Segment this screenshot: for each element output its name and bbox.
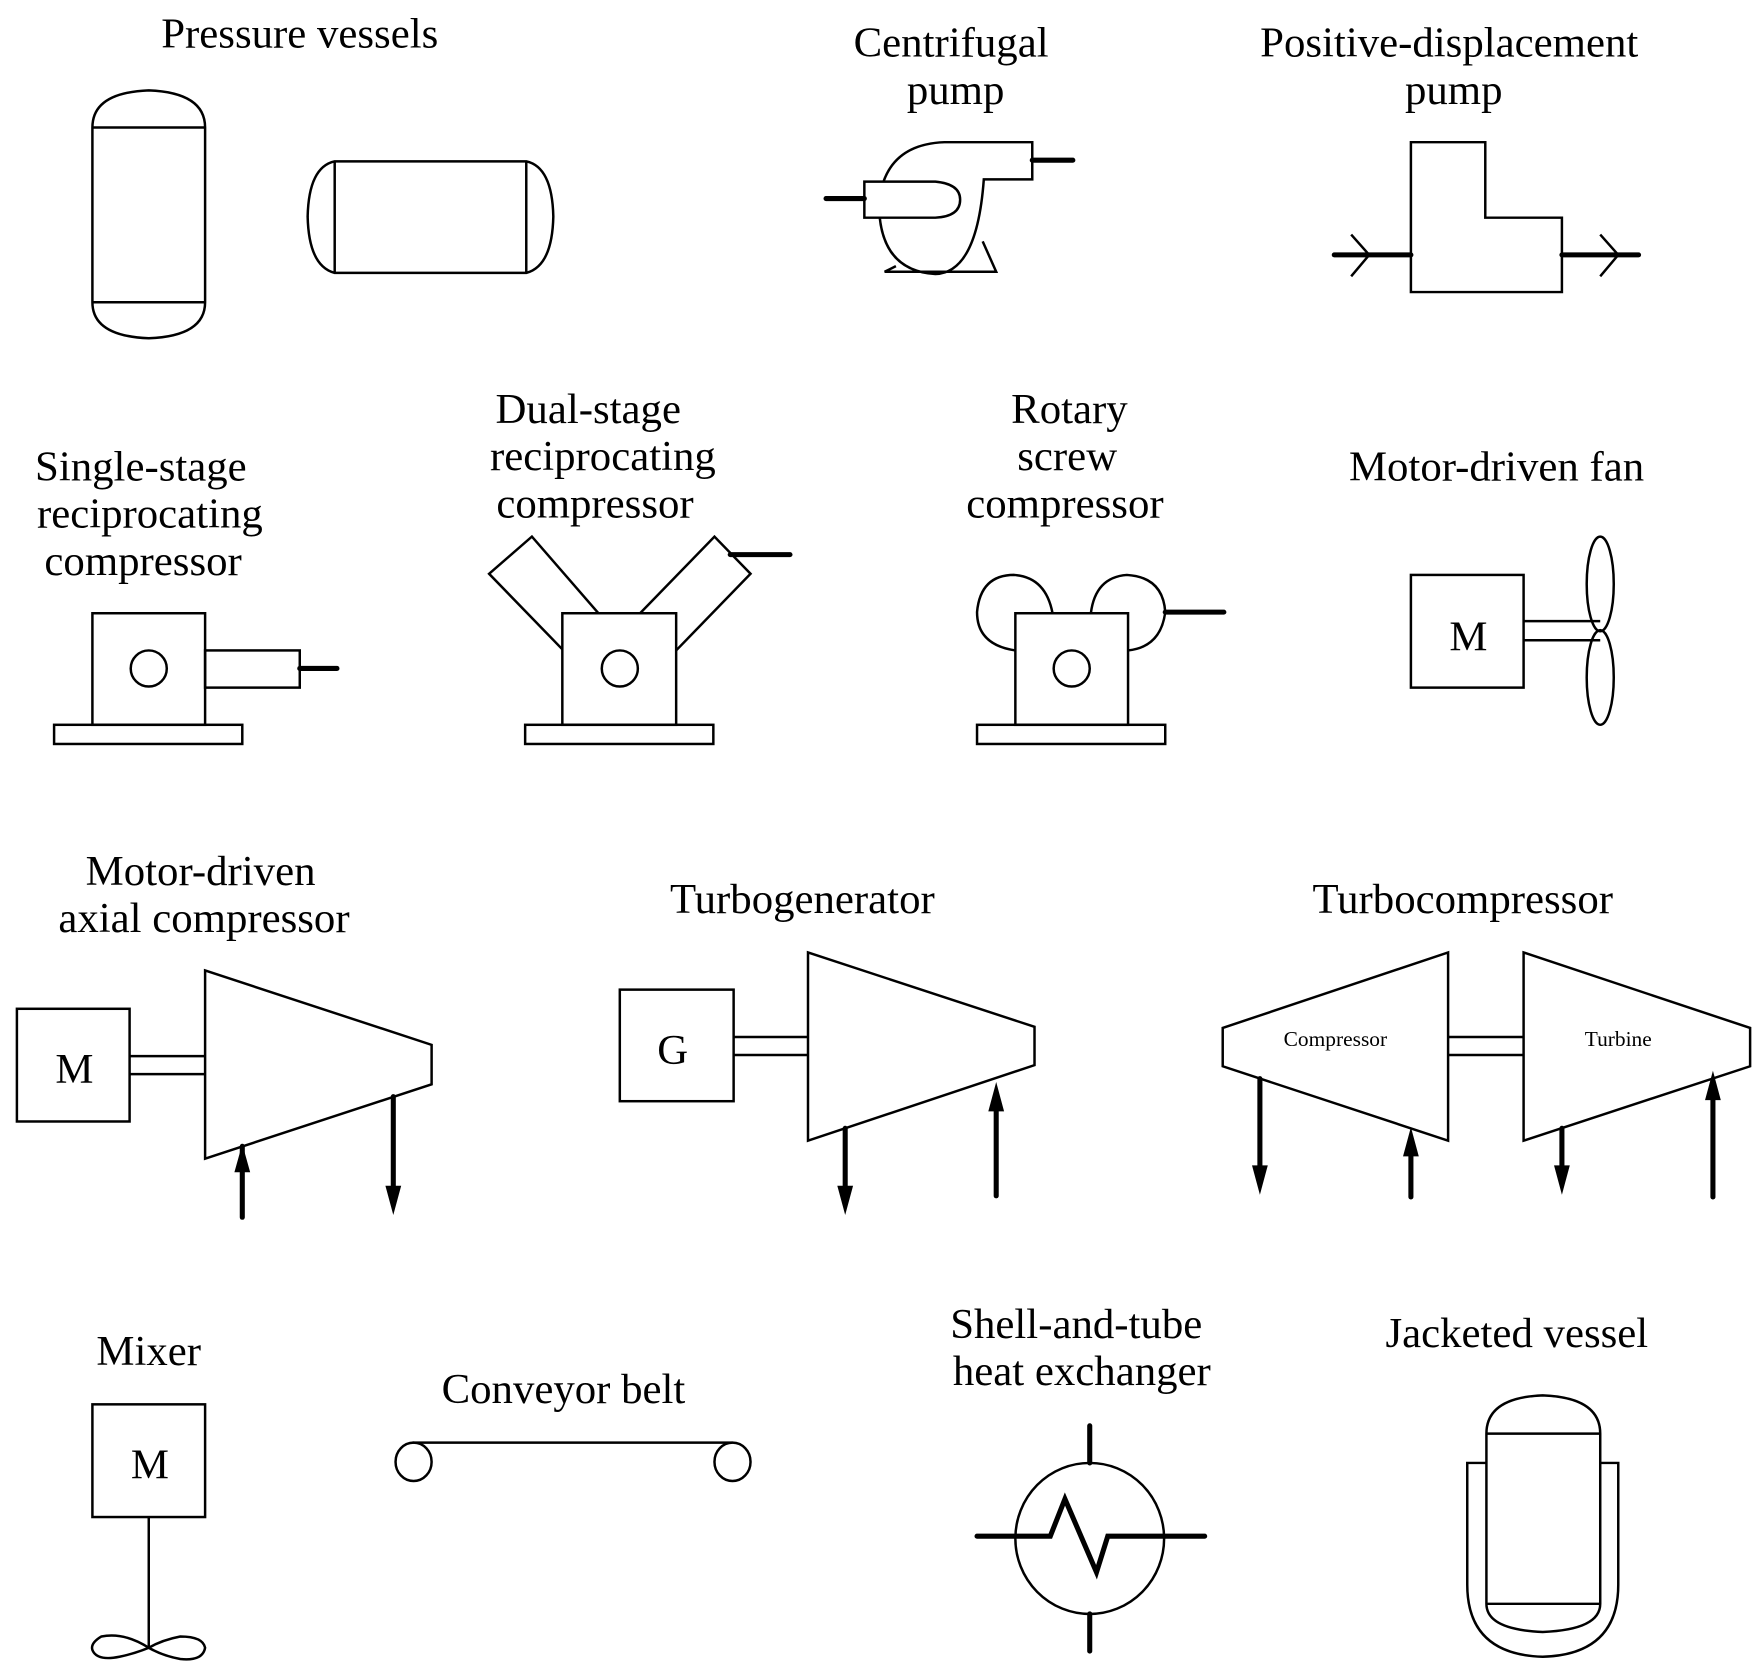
pd-pump-label-line2: pump	[1405, 67, 1503, 114]
turbocompressor-symbol: Turbocompressor Compressor Turbine	[1221, 876, 1752, 1200]
centrifugal-pump-label-line2: pump	[907, 67, 1005, 114]
heat-exchanger-symbol: Shell-and-tube heat exchanger	[950, 1301, 1211, 1654]
pressure-vessels-symbol: Pressure vessels	[91, 11, 555, 340]
dual-stage-compressor-icon	[487, 534, 793, 746]
impeller-icon	[90, 1634, 207, 1661]
conveyor-belt-label: Conveyor belt	[442, 1366, 686, 1413]
rotary-screw-label-line3: compressor	[966, 480, 1163, 527]
mixer-icon: M	[90, 1403, 207, 1661]
mixer-label: Mixer	[96, 1328, 201, 1375]
heat-exchanger-label-line1: Shell-and-tube	[950, 1301, 1202, 1348]
motor-letter: M	[55, 1046, 93, 1093]
conveyor-belt-symbol: Conveyor belt	[394, 1366, 752, 1483]
turbogenerator-symbol: Turbogenerator G	[618, 876, 1036, 1216]
motor-driven-fan-label: Motor-driven fan	[1349, 443, 1644, 490]
turbocompressor-label: Turbocompressor	[1313, 876, 1613, 923]
centrifugal-pump-label-line1: Centrifugal	[854, 20, 1049, 67]
jacketed-vessel-label: Jacketed vessel	[1385, 1310, 1648, 1357]
pd-pump-icon	[1331, 140, 1642, 294]
jacketed-vessel-symbol: Jacketed vessel	[1385, 1310, 1648, 1659]
turbocompressor-icon: Compressor Turbine	[1221, 950, 1752, 1200]
rotary-screw-label-line2: screw	[1017, 433, 1117, 480]
motor-letter: M	[1449, 613, 1487, 660]
rotary-screw-label-line1: Rotary	[1011, 386, 1128, 433]
dual-stage-label-line1: Dual-stage	[496, 386, 681, 433]
conveyor-belt-icon	[394, 1441, 752, 1483]
turbogenerator-icon: G	[618, 950, 1036, 1216]
dual-stage-label-line3: compressor	[496, 480, 693, 527]
dual-stage-label-line2: reciprocating	[490, 433, 716, 480]
compressor-text: Compressor	[1284, 1027, 1387, 1051]
single-stage-label-line1: Single-stage	[35, 443, 247, 490]
centrifugal-pump-icon	[823, 140, 1076, 276]
single-stage-label-line2: reciprocating	[37, 491, 263, 538]
motor-letter: M	[131, 1442, 169, 1489]
motor-driven-fan-symbol: Motor-driven fan M	[1349, 443, 1644, 727]
rotary-screw-compressor-symbol: Rotary screw compressor	[966, 386, 1227, 746]
fan-blade-bottom-icon	[1585, 628, 1615, 727]
axial-compressor-label-line1: Motor-driven	[86, 848, 316, 895]
motor-driven-fan-icon: M	[1409, 535, 1615, 727]
positive-displacement-pump-symbol: Positive-displacement pump	[1260, 20, 1642, 294]
vertical-vessel-icon	[91, 89, 207, 340]
roller-right-icon	[713, 1441, 752, 1483]
mixer-symbol: Mixer M	[90, 1328, 207, 1661]
roller-left-icon	[394, 1441, 433, 1483]
heat-exchanger-label-line2: heat exchanger	[953, 1348, 1211, 1395]
dual-stage-compressor-symbol: Dual-stage reciprocating compressor	[487, 386, 793, 746]
axial-compressor-symbol: Motor-driven axial compressor M	[15, 848, 433, 1220]
generator-letter: G	[657, 1027, 688, 1074]
rotary-screw-compressor-icon	[975, 573, 1227, 746]
turbine-text: Turbine	[1585, 1027, 1652, 1051]
axial-compressor-label-line2: axial compressor	[58, 895, 349, 942]
jacketed-vessel-icon	[1466, 1394, 1620, 1659]
fan-blade-top-icon	[1585, 535, 1615, 633]
turbogenerator-label: Turbogenerator	[670, 876, 935, 923]
single-stage-compressor-symbol: Single-stage reciprocating compressor	[35, 443, 340, 746]
single-stage-label-line3: compressor	[44, 538, 241, 585]
centrifugal-pump-symbol: Centrifugal pump	[823, 20, 1076, 276]
pd-pump-label-line1: Positive-displacement	[1260, 20, 1638, 67]
axial-compressor-icon: M	[15, 968, 433, 1220]
single-stage-compressor-icon	[52, 612, 340, 746]
pressure-vessels-label: Pressure vessels	[161, 11, 438, 58]
heat-exchanger-icon	[974, 1423, 1208, 1654]
horizontal-vessel-icon	[306, 160, 555, 275]
